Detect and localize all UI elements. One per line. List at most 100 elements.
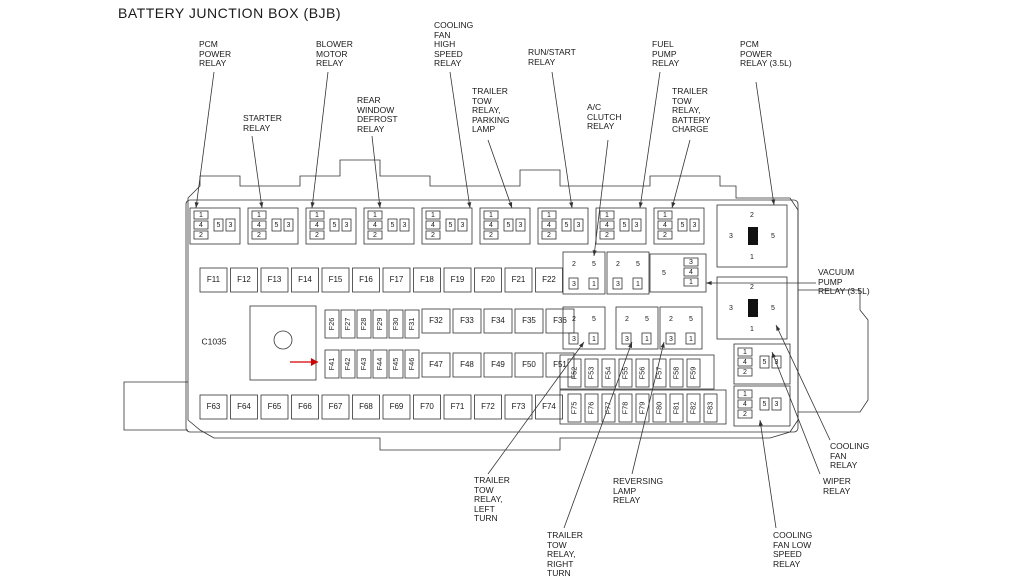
fuse-f43 (356, 349, 372, 379)
fuse-f48 (452, 352, 482, 378)
fuse-label: F75 (569, 402, 578, 415)
relay-pin-label: 2 (572, 316, 576, 323)
relay-pin-label: 1 (743, 391, 747, 398)
leader-arrow-ac-clutch-relay (592, 250, 597, 256)
relay-quad (615, 306, 659, 350)
leader-arrow-cooling-fan-low-speed-relay (758, 420, 763, 426)
relay-pin (515, 218, 526, 232)
relay-pin-label: 1 (489, 212, 493, 219)
relay-pin (588, 277, 599, 290)
fuse-f34 (483, 308, 513, 334)
fuse-f31 (404, 309, 420, 339)
relay-large (716, 276, 788, 340)
relay-pin-label: 3 (775, 359, 779, 366)
fuse-f77 (601, 393, 616, 423)
housing-outline (187, 159, 799, 451)
relay-pin (367, 230, 383, 240)
relay-pin (309, 210, 325, 220)
fuse-f49 (483, 352, 513, 378)
relay-pin-label: 5 (681, 222, 685, 229)
fuse-f28 (356, 309, 372, 339)
relay-pin (568, 332, 579, 345)
relay-pin-label: 1 (373, 212, 377, 219)
relay-pin (737, 367, 753, 377)
fuse-f47 (421, 352, 451, 378)
fuse-f42 (340, 349, 356, 379)
fuse-f21 (504, 267, 533, 293)
relay-pin-label: 3 (729, 233, 733, 240)
relay-pin-label: 4 (743, 401, 747, 408)
relay-pin-label: 3 (403, 222, 407, 229)
callout-blower-motor-relay: BLOWER MOTOR RELAY (316, 39, 353, 69)
fuse-f72 (474, 394, 502, 420)
fuse-label: F28 (359, 318, 368, 331)
relay-pin-label: 5 (662, 270, 666, 277)
relay-pin (619, 218, 630, 232)
relay-pin (771, 355, 782, 369)
red-arrow-head (311, 358, 318, 366)
fuse-f22 (535, 267, 563, 293)
relay-pin (599, 220, 615, 230)
relay-pin-label: 3 (287, 222, 291, 229)
fuse-f41 (324, 349, 340, 379)
relay-pin-label: 5 (275, 222, 279, 229)
relay-pin-label: 1 (257, 212, 261, 219)
relay-pin-label: 3 (572, 281, 576, 288)
relay-quad (562, 251, 606, 295)
relay-coil (748, 227, 758, 245)
fuse-f52 (567, 358, 582, 388)
fuse-label: F67 (329, 402, 343, 411)
fuse-label: F69 (390, 402, 404, 411)
leader-arrow-trailer-tow-left-turn (579, 342, 584, 348)
relay-pin (657, 220, 673, 230)
fuse-label: F44 (375, 358, 384, 371)
fuse-label: F43 (359, 358, 368, 371)
relay-small (649, 253, 707, 293)
relay-pin-label: 4 (373, 222, 377, 229)
relay-pin-label: 5 (636, 261, 640, 268)
fuse-label: F71 (451, 402, 465, 411)
fuse-f80 (652, 393, 667, 423)
callout-cooling-fan-low-speed-relay: COOLING FAN LOW SPEED RELAY (773, 530, 813, 569)
fuse-label: F17 (390, 275, 404, 284)
fuse-label: F58 (671, 367, 680, 380)
relay-pin (685, 332, 696, 345)
fuse-f81 (669, 393, 684, 423)
relay-pin-label: 2 (373, 232, 377, 239)
callout-vacuum-pump-relay: VACUUM PUMP RELAY (3.5L) (818, 267, 870, 297)
callout-cooling-fan-high-speed-relay: COOLING FAN HIGH SPEED RELAY (434, 20, 474, 69)
leader-arrow-reversing-lamp-relay (660, 342, 665, 348)
leader-arrow-trailer-tow-battery-charge (671, 202, 676, 208)
relay-pin-label: 2 (625, 316, 629, 323)
relay-pin (309, 220, 325, 230)
relay-pin-label: 2 (489, 232, 493, 239)
relay-pin-label: 4 (663, 222, 667, 229)
relay-pin-label: 4 (547, 222, 551, 229)
relay-pin (737, 347, 753, 357)
relay-pin (588, 332, 599, 345)
relay-pin (689, 218, 700, 232)
relay-pin-label: 5 (507, 222, 511, 229)
relay-pin (271, 218, 282, 232)
fuse-f76 (584, 393, 599, 423)
relay-pin-label: 4 (199, 222, 203, 229)
fuse-f29 (372, 309, 388, 339)
leader-trailer-tow-right-turn (563, 341, 633, 529)
relay-pin (737, 389, 753, 399)
fuse-f33 (452, 308, 482, 334)
leader-wiper-relay (771, 351, 821, 475)
relay-pin (621, 332, 632, 345)
relay-pin-label: 5 (763, 401, 767, 408)
fuse-f64 (230, 394, 258, 420)
relay-pin (193, 230, 209, 240)
fuse-label: F29 (375, 318, 384, 331)
relay-pin-label: 3 (229, 222, 233, 229)
leader-run-start-relay (551, 71, 573, 209)
inner-outline (185, 199, 799, 433)
fuse-label: F81 (671, 402, 680, 415)
relay-pin-label: 5 (623, 222, 627, 229)
leader-trailer-tow-left-turn (487, 341, 585, 475)
leader-trailer-tow-parking-lamp (487, 139, 513, 209)
relay-pin-label: 2 (257, 232, 261, 239)
